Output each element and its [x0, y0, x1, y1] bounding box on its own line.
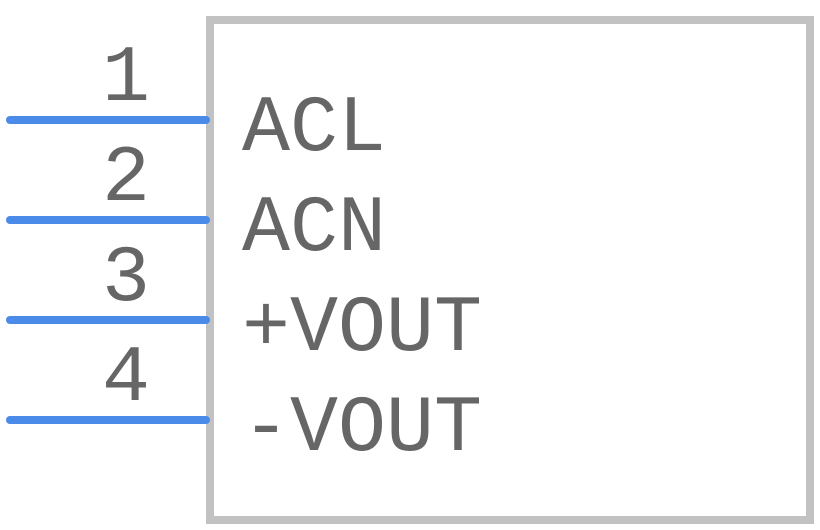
pin-3: 3 +VOUT — [6, 234, 482, 375]
pin-4-name: -VOUT — [242, 384, 482, 475]
component-body-outline — [206, 16, 814, 524]
pin-3-number: 3 — [102, 234, 150, 325]
pin-4: 4 -VOUT — [6, 334, 482, 475]
pin-1-name: ACL — [242, 84, 386, 175]
pin-1-number: 1 — [102, 34, 150, 125]
pin-1: 1 ACL — [6, 34, 386, 175]
pin-3-name: +VOUT — [242, 284, 482, 375]
pin-2: 2 ACN — [6, 134, 386, 275]
pin-2-number: 2 — [102, 134, 150, 225]
pin-4-number: 4 — [102, 334, 150, 425]
pin-2-name: ACN — [242, 184, 386, 275]
